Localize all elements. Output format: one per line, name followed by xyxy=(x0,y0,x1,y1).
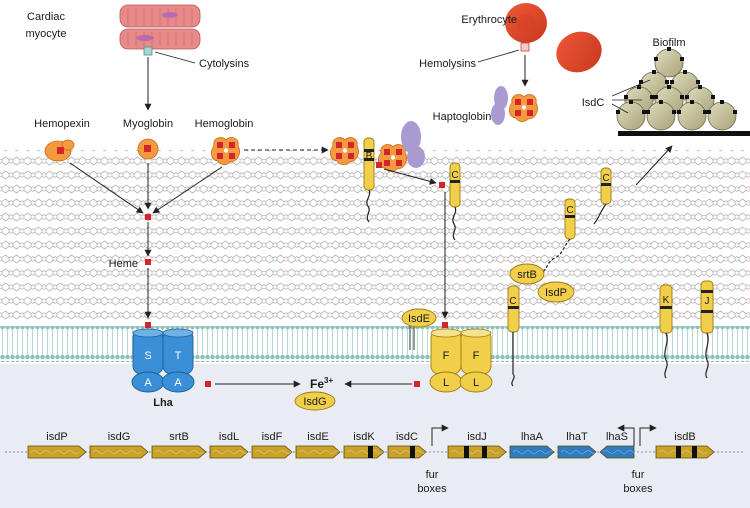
gene-label: lhaT xyxy=(566,431,588,443)
cardiac-myocyte-label-2: myocyte xyxy=(26,28,67,40)
isdb-label: B xyxy=(366,151,373,162)
heme-molecule xyxy=(145,259,151,265)
isdj-protein xyxy=(700,280,714,379)
isdc-label: C xyxy=(602,173,609,184)
hemoglobin-protein xyxy=(210,137,241,166)
gene-srtB: srtB xyxy=(151,431,207,459)
isdc-protein xyxy=(507,285,520,387)
gene-label: isdC xyxy=(396,431,418,443)
gene-label: lhaA xyxy=(521,431,544,443)
cytolysins-label: Cytolysins xyxy=(199,58,250,70)
biofilm-cell xyxy=(646,101,676,131)
fur-boxes-label: fur xyxy=(632,469,645,481)
isdl-subunit: L xyxy=(443,377,449,389)
isdl-subunit: L xyxy=(473,377,479,389)
gene-lhaS: lhaS xyxy=(599,431,652,459)
heme-molecule xyxy=(414,381,420,387)
hemoglobin-protein xyxy=(377,144,408,173)
gene-isdP: isdP xyxy=(27,431,87,459)
fur-boxes-label: boxes xyxy=(623,483,653,495)
gene-label: isdK xyxy=(353,431,375,443)
heme-molecule xyxy=(145,214,151,220)
hemopexin-protein xyxy=(44,139,75,162)
isdj-label: J xyxy=(705,296,710,307)
biofilm-structure xyxy=(616,47,737,131)
isdc-label: C xyxy=(451,170,458,181)
gene-label: isdE xyxy=(307,431,328,443)
biofilm-cell xyxy=(707,101,737,131)
myoglobin-label: Myoglobin xyxy=(123,118,173,130)
cardiac-myocyte-label: Cardiac xyxy=(27,11,65,23)
cytoplasm xyxy=(0,364,750,508)
hemopexin-label: Hemopexin xyxy=(34,118,90,130)
erythrocyte-label: Erythrocyte xyxy=(461,14,517,26)
gene-isdB: isdB xyxy=(655,431,715,459)
hemoglobin-label: Hemoglobin xyxy=(195,118,254,130)
isdp-protein xyxy=(537,281,575,303)
gene-lhaA: lhaA xyxy=(509,431,562,459)
isdk-protein xyxy=(659,284,673,379)
isdf-subunit: F xyxy=(443,350,450,362)
gene-label: isdJ xyxy=(467,431,487,443)
cardiac-myocyte xyxy=(119,4,201,56)
isde-protein xyxy=(401,308,437,328)
biofilm-label: Biofilm xyxy=(652,37,685,49)
isdc-label: C xyxy=(509,296,516,307)
fur-boxes-label: boxes xyxy=(417,483,447,495)
lha-transporter xyxy=(131,328,195,393)
haptoglobin-protein xyxy=(401,121,421,153)
myoglobin-protein xyxy=(137,138,159,160)
isdc-label: C xyxy=(566,205,573,216)
gene-isdJ: isdJ xyxy=(447,431,507,459)
isdp-label: IsdP xyxy=(545,287,567,299)
hemoglobin-protein xyxy=(508,94,539,123)
biofilm-cell xyxy=(677,101,707,131)
iron-label: Fe3+ xyxy=(310,376,333,391)
gene-isdF: isdF xyxy=(251,431,304,459)
isdb-receptor xyxy=(363,137,375,223)
heme-label: Heme xyxy=(109,258,138,270)
isd-gene-cluster: isdP isdG srtB isdL isdF isdE isdK isdC isdJ lhaA… xyxy=(27,431,715,459)
gene-label: isdF xyxy=(262,431,283,443)
gene-label: lhaS xyxy=(606,431,628,443)
lha-subunit-s: S xyxy=(144,350,151,362)
isdg-label: IsdG xyxy=(303,396,326,408)
lha-subunit-a: A xyxy=(144,377,152,389)
gene-isdG: isdG xyxy=(89,431,149,459)
cell-membrane xyxy=(0,326,750,362)
lha-subunit-t: T xyxy=(175,350,182,362)
lha-subunit-a: A xyxy=(174,377,182,389)
hemolysins-label: Hemolysins xyxy=(419,58,476,70)
isde-label: IsdE xyxy=(408,313,430,325)
biofilm-cell xyxy=(616,101,646,131)
fur-boxes-label: fur xyxy=(426,469,439,481)
erythrocyte-cell xyxy=(556,31,602,73)
gene-label: isdG xyxy=(108,431,131,443)
isdc-biofilm-label: IsdC xyxy=(582,97,605,109)
biofilm-surface xyxy=(618,131,750,136)
gene-label: isdL xyxy=(219,431,239,443)
heme-molecule xyxy=(145,322,151,328)
gene-isdK: isdK xyxy=(343,431,396,459)
gene-label: isdB xyxy=(674,431,695,443)
isdf-transporter xyxy=(429,328,493,393)
cell-wall xyxy=(0,150,750,322)
gene-label: isdP xyxy=(46,431,67,443)
haptoglobin-label: Haptoglobin xyxy=(433,111,492,123)
isdc-protein xyxy=(449,162,461,241)
heme-molecule xyxy=(205,381,211,387)
srtb-protein xyxy=(509,263,545,285)
gene-label: srtB xyxy=(169,431,189,443)
gene-isdE: isdE xyxy=(295,431,348,459)
isdg-protein xyxy=(294,391,336,411)
lha-label: Lha xyxy=(153,397,173,409)
heme-molecule xyxy=(442,322,448,328)
hemoglobin-protein xyxy=(329,137,360,166)
srtb-label: srtB xyxy=(517,269,537,281)
gene-isdC: isdC xyxy=(387,431,440,459)
isdk-label: K xyxy=(663,295,670,306)
isdf-subunit: F xyxy=(473,350,480,362)
